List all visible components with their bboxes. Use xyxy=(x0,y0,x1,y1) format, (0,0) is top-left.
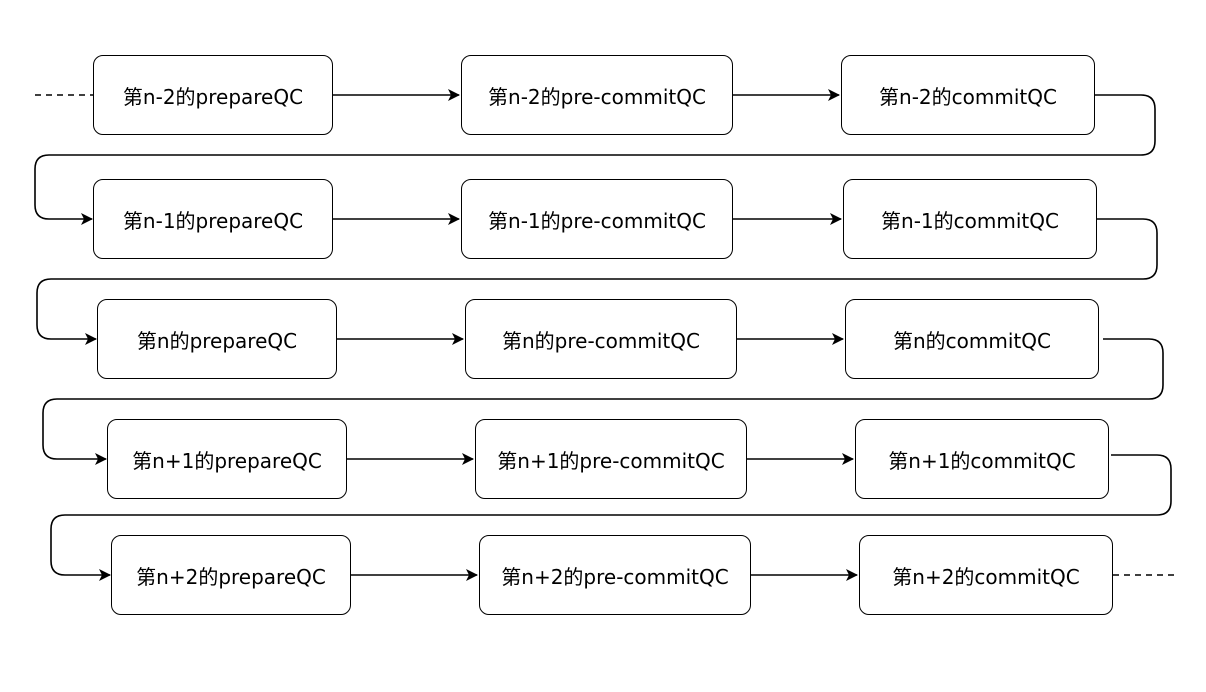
node-r3-prepareqc: 第n的prepareQC xyxy=(97,299,337,379)
node-r4-precommitqc: 第n+1的pre-commitQC xyxy=(475,419,747,499)
node-r1-precommitqc: 第n-2的pre-commitQC xyxy=(461,55,733,135)
node-r3-commitqc: 第n的commitQC xyxy=(845,299,1099,379)
node-r5-prepareqc: 第n+2的prepareQC xyxy=(111,535,351,615)
node-r1-commitqc: 第n-2的commitQC xyxy=(841,55,1095,135)
node-r5-commitqc: 第n+2的commitQC xyxy=(859,535,1113,615)
node-r3-precommitqc: 第n的pre-commitQC xyxy=(465,299,737,379)
arrow-r2-to-r3-wrap xyxy=(36,218,1158,345)
arrow-r4-to-r5-wrap xyxy=(50,454,1172,581)
node-r4-prepareqc: 第n+1的prepareQC xyxy=(107,419,347,499)
node-r2-commitqc: 第n-1的commitQC xyxy=(843,179,1097,259)
node-r4-commitqc: 第n+1的commitQC xyxy=(855,419,1109,499)
node-r5-precommitqc: 第n+2的pre-commitQC xyxy=(479,535,751,615)
node-r2-prepareqc: 第n-1的prepareQC xyxy=(93,179,333,259)
node-r1-prepareqc: 第n-2的prepareQC xyxy=(93,55,333,135)
arrow-r3-to-r4-wrap xyxy=(42,338,1164,465)
arrow-r1-to-r2-wrap xyxy=(34,94,1156,225)
node-r2-precommitqc: 第n-1的pre-commitQC xyxy=(461,179,733,259)
